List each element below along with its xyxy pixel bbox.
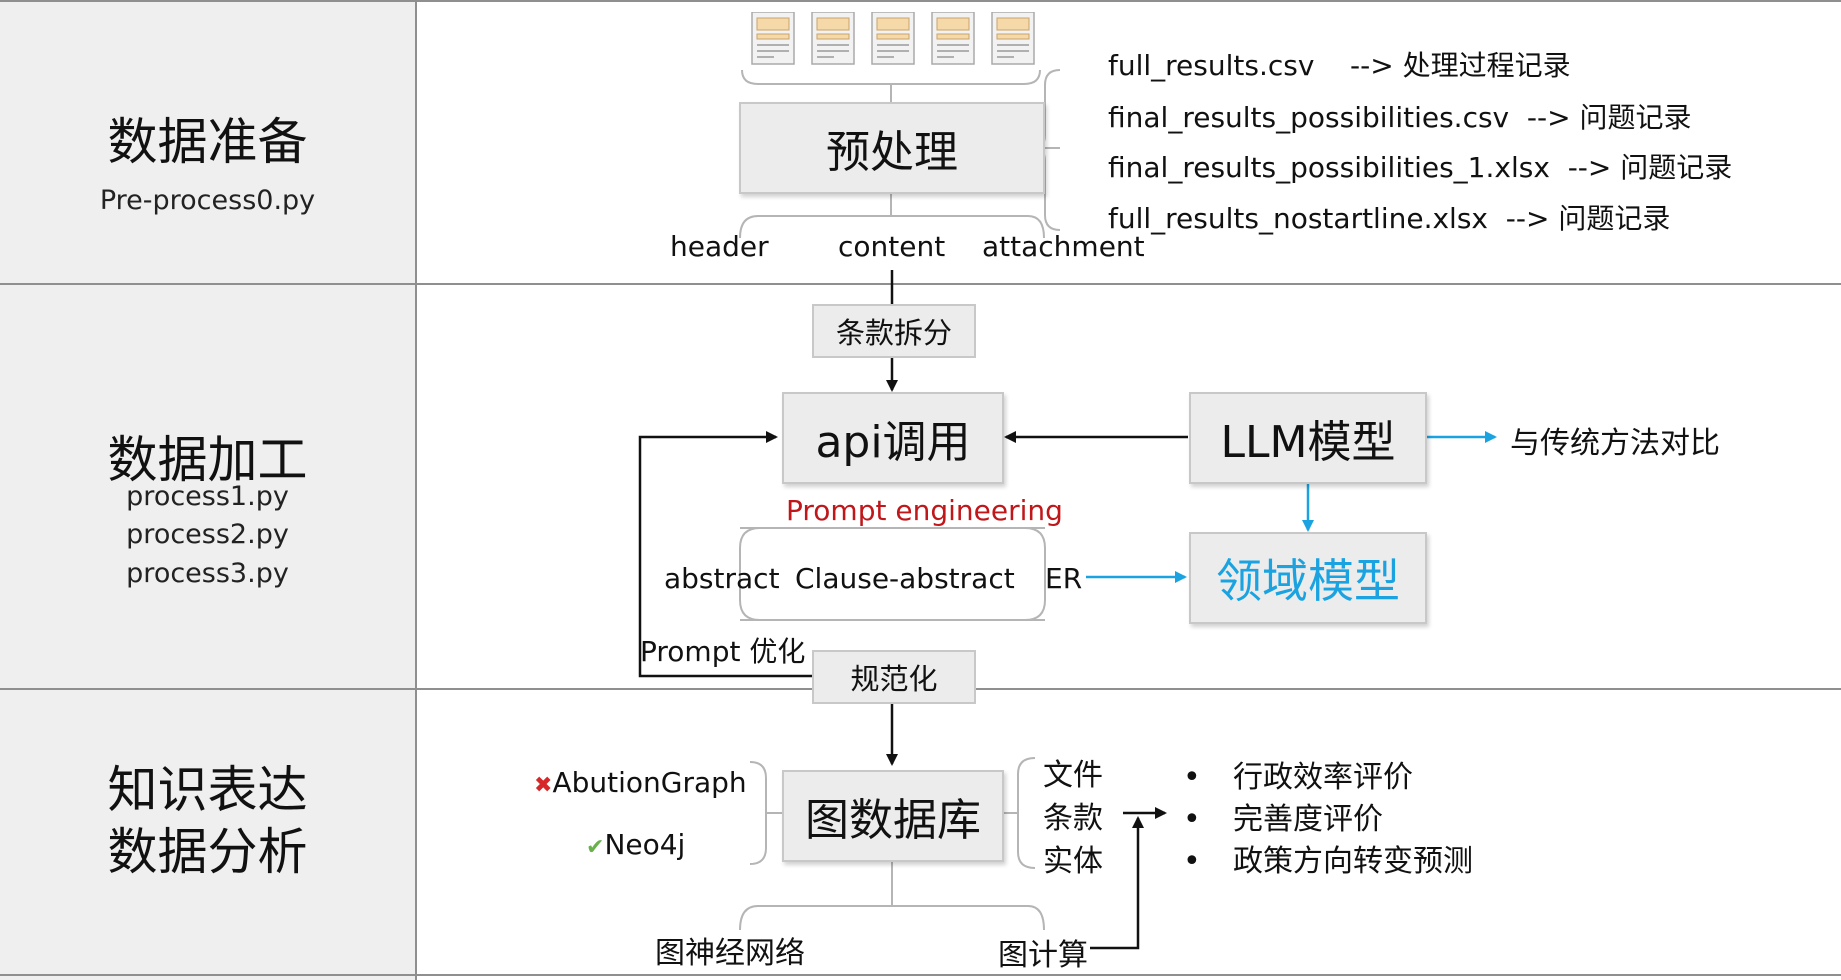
bullet-completeness: 完善度评价 (1233, 802, 1383, 837)
bullet-item: •行政效率评价 (1183, 760, 1413, 795)
option-abutiongraph: ✖AbutionGraph (534, 766, 747, 799)
document-icon (811, 11, 855, 65)
option-neo4j: ✔Neo4j (586, 828, 685, 861)
document-icons (744, 11, 1044, 68)
output-3: final_results_possibilities_1.xlsx --> 问… (1108, 151, 1733, 184)
output-4: full_results_nostartline.xlsx --> 问题记录 (1108, 202, 1671, 235)
option-abutiongraph-label: AbutionGraph (552, 766, 747, 799)
analysis-bullets: •行政效率评价 •完善度评价 •政策方向转变预测 (1183, 752, 1473, 879)
preprocess-box: 预处理 (739, 102, 1045, 194)
entities-bracket (1017, 757, 1036, 869)
clause-abstract-label: Clause-abstract (795, 562, 1015, 595)
document-icon (871, 11, 915, 65)
bullet-item: •政策方向转变预测 (1183, 844, 1473, 879)
stage-title-express-2: 数据分析 (107, 823, 308, 881)
document-icon (751, 11, 795, 65)
bottom-border (0, 974, 1841, 976)
field-attachment: attachment (982, 230, 1145, 263)
er-label: ER (1045, 562, 1083, 595)
output-1: full_results.csv --> 处理过程记录 (1108, 49, 1571, 82)
bullet-efficiency: 行政效率评价 (1233, 760, 1413, 795)
graph-database-box: 图数据库 (782, 770, 1004, 862)
clause-split-box: 条款拆分 (812, 304, 976, 358)
graph-calc-label: 图计算 (998, 938, 1088, 973)
llm-model-box: LLM模型 (1189, 392, 1427, 484)
column-divider (415, 0, 417, 980)
entity-file: 文件 (1043, 758, 1103, 793)
top-border (0, 0, 1841, 2)
api-call-box: api调用 (782, 392, 1004, 484)
stage-bg-prep (0, 0, 415, 283)
stage-title-express-1: 知识表达 (107, 761, 308, 819)
stage-title-prep: 数据准备 (107, 113, 308, 171)
cross-icon: ✖ (534, 773, 553, 798)
entity-clause: 条款 (1043, 801, 1103, 836)
stage-file-process1: process1.py (126, 481, 289, 512)
abstract-bracket (739, 527, 761, 621)
gnn-label: 图神经网络 (655, 936, 805, 971)
document-icon (991, 11, 1035, 65)
abstract-label: abstract (664, 562, 780, 595)
stage-file-process3: process3.py (126, 558, 289, 589)
row-divider-1 (0, 283, 1841, 285)
graph-calc-link (1090, 816, 1144, 950)
domain-model-box: 领域模型 (1189, 532, 1427, 624)
field-content: content (838, 230, 946, 263)
stage-file-process2: process2.py (126, 519, 289, 550)
stage-bg-process (0, 285, 415, 688)
output-2: final_results_possibilities.csv --> 问题记录 (1108, 101, 1692, 134)
feedback-loop (638, 431, 812, 678)
fields-bracket (739, 215, 1045, 239)
entity-entity: 实体 (1043, 844, 1103, 879)
prompt-engineering-label: Prompt engineering (786, 494, 1063, 527)
options-bracket (749, 761, 767, 865)
bottom-bracket (739, 905, 1045, 931)
bullet-prediction: 政策方向转变预测 (1233, 844, 1473, 879)
bullet-item: •完善度评价 (1183, 802, 1383, 837)
document-icon (931, 11, 975, 65)
compare-label: 与传统方法对比 (1510, 426, 1720, 461)
option-neo4j-label: Neo4j (604, 828, 686, 861)
check-icon: ✔ (586, 835, 605, 860)
prompt-optimization-label: Prompt 优化 (640, 635, 806, 668)
normalize-box: 规范化 (812, 650, 976, 704)
stage-title-process: 数据加工 (107, 431, 308, 489)
stage-bg-express (0, 690, 415, 980)
docs-bracket (741, 69, 1041, 85)
field-header: header (670, 230, 769, 263)
stage-file-prep: Pre-process0.py (99, 185, 316, 216)
